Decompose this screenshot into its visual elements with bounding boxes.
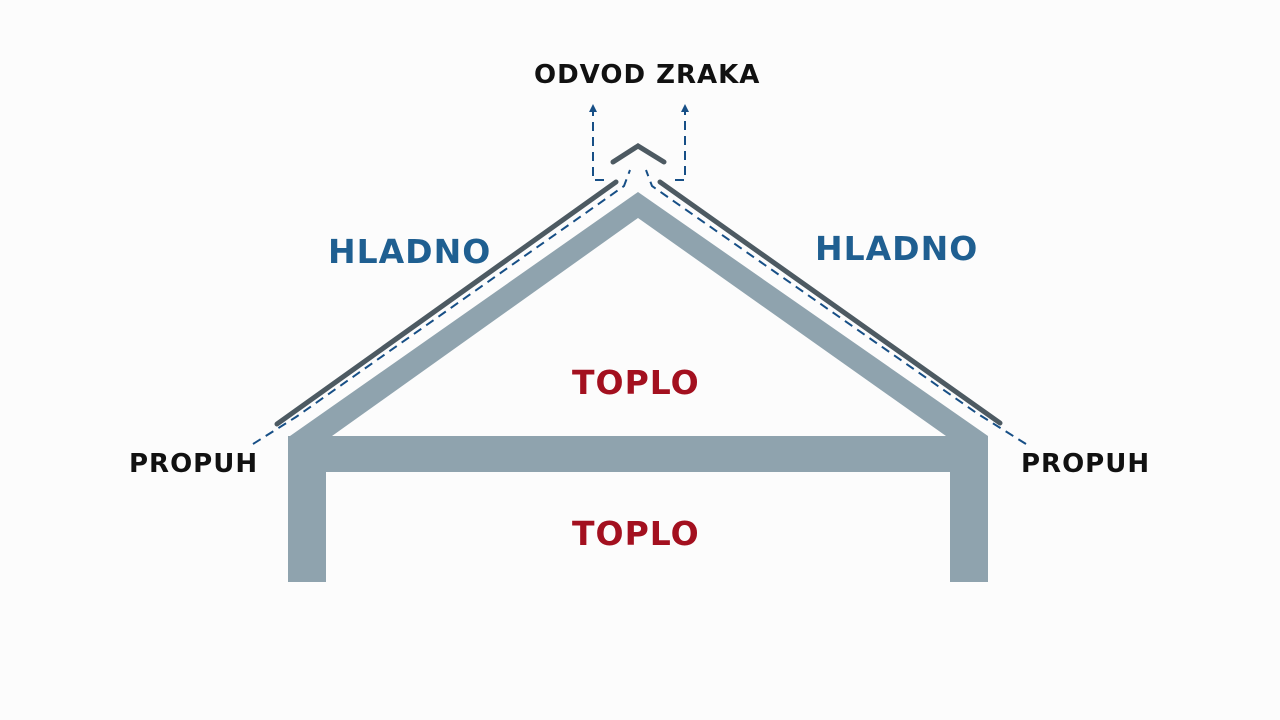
exhaust-label: ODVOD ZRAKA <box>534 60 761 90</box>
roof-covering-left <box>274 179 619 427</box>
warm-label-attic: TOPLO <box>572 363 700 402</box>
roof-covering-right <box>657 179 1003 426</box>
right-wall <box>950 436 988 582</box>
airflow-paths <box>252 104 1027 445</box>
exhaust-arrow-right <box>675 104 689 181</box>
draft-label-left: PROPUH <box>129 449 259 479</box>
roof-rafters <box>290 192 988 436</box>
left-wall <box>288 436 326 582</box>
airflow-right <box>645 169 1027 445</box>
warm-label-room: TOPLO <box>572 514 700 553</box>
cold-label-right: HLADNO <box>815 229 979 268</box>
cold-label-left: HLADNO <box>328 232 492 271</box>
house-structure <box>288 192 988 582</box>
roof-covering <box>274 143 1003 427</box>
ridge-cap <box>610 143 667 165</box>
floor-beam <box>290 436 988 472</box>
exhaust-arrow-left <box>589 104 604 181</box>
draft-label-right: PROPUH <box>1021 449 1151 479</box>
